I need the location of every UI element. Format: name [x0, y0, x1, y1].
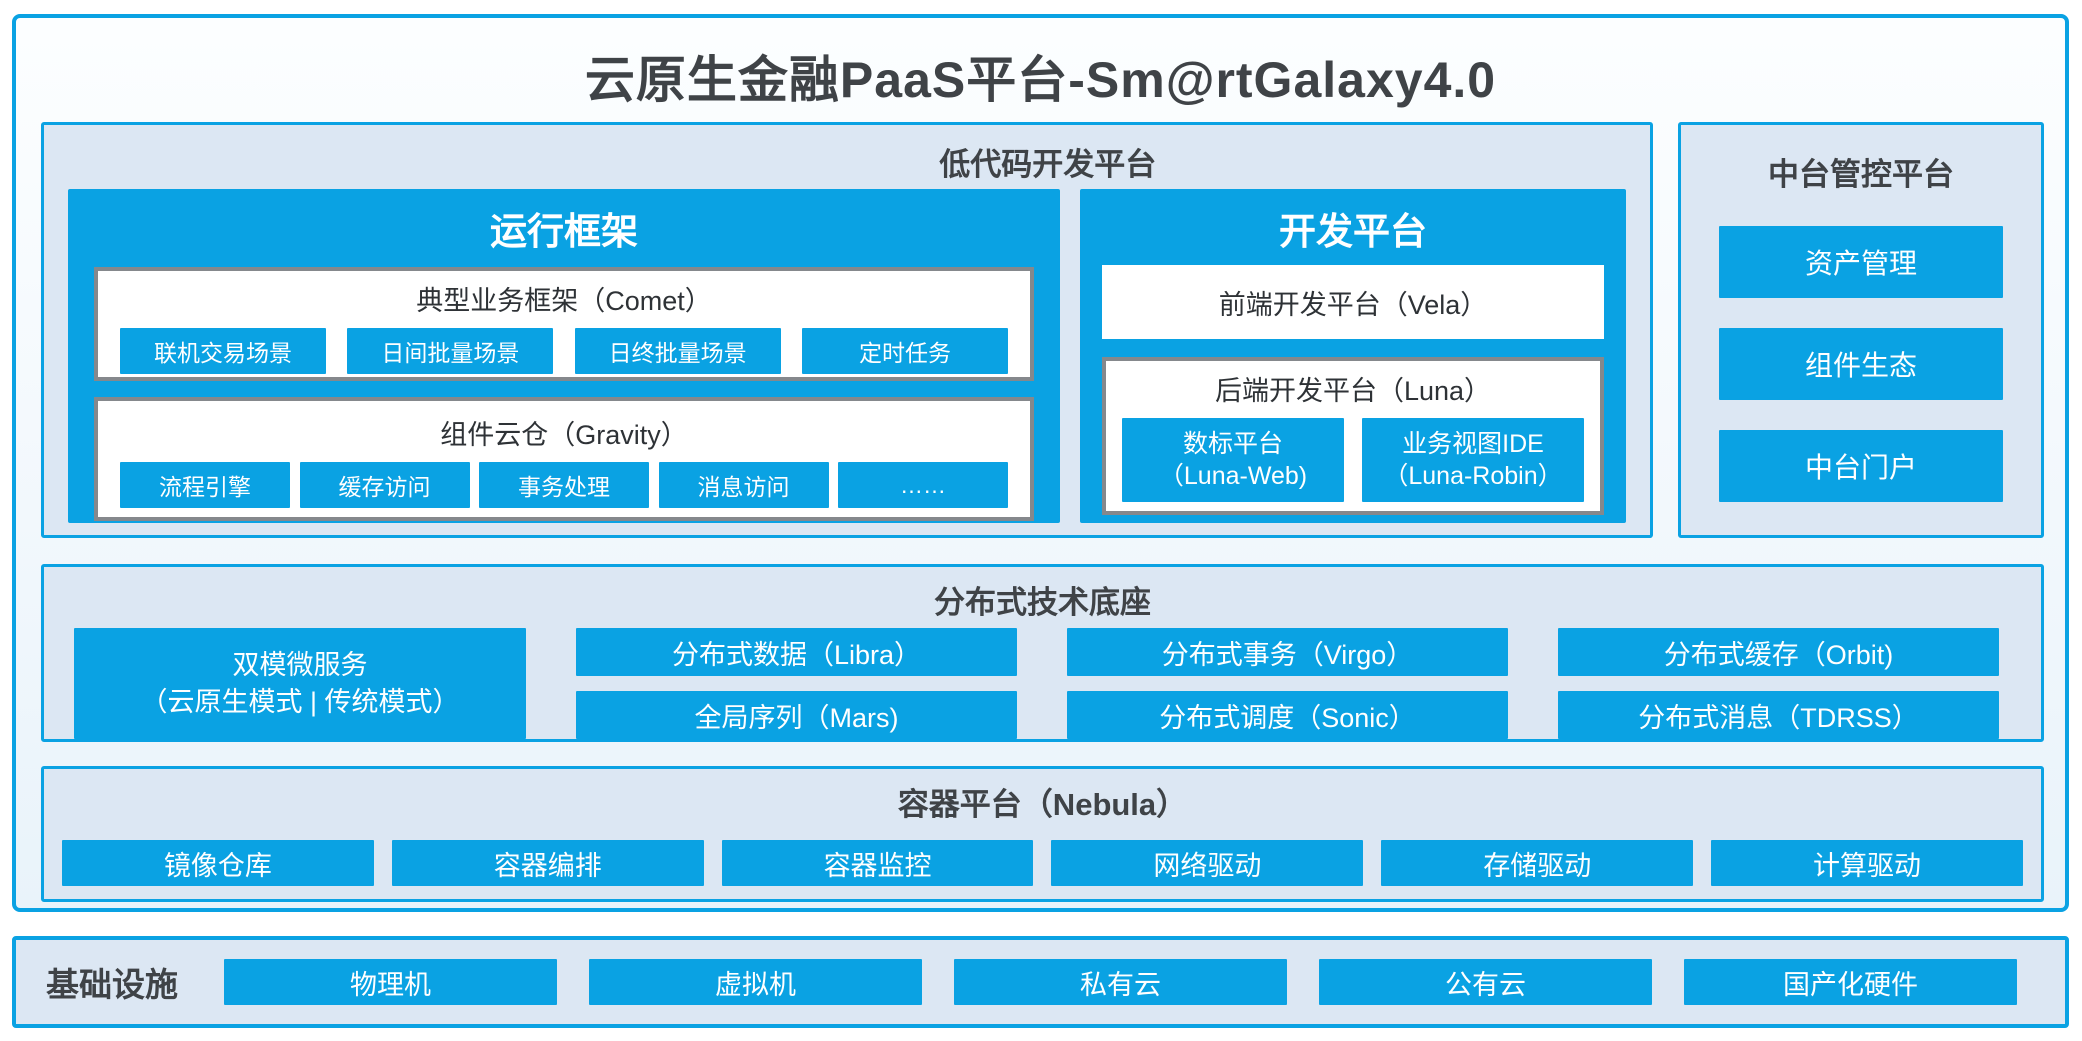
- distributed-item: 分布式消息（TDRSS）: [1558, 691, 1999, 739]
- luna-chip-row: 数标平台 （Luna-Web) 业务视图IDE （Luna-Robin）: [1106, 418, 1600, 502]
- gravity-item: 流程引擎: [120, 462, 290, 508]
- luna-robin-chip: 业务视图IDE （Luna-Robin）: [1362, 418, 1584, 502]
- distributed-item: 分布式调度（Sonic）: [1067, 691, 1508, 739]
- luna-web-chip: 数标平台 （Luna-Web): [1122, 418, 1344, 502]
- container-header: 容器平台（Nebula）: [897, 787, 1188, 822]
- luna-web-code: （Luna-Web): [1158, 462, 1308, 490]
- dual-mode-microservice-box: 双模微服务 （云原生模式 | 传统模式）: [74, 628, 526, 739]
- gravity-box: 组件云仓（Gravity） 流程引擎 缓存访问 事务处理 消息访问 ……: [94, 397, 1034, 521]
- container-item: 镜像仓库: [62, 840, 374, 886]
- distributed-item: 分布式缓存（Orbit): [1558, 628, 1999, 676]
- vela-box: 前端开发平台（Vela）: [1102, 265, 1604, 339]
- luna-title: 后端开发平台（Luna）: [1214, 376, 1492, 406]
- comet-item: 定时任务: [801, 328, 1008, 374]
- container-item: 容器编排: [391, 840, 704, 886]
- container-panel: 容器平台（Nebula） 镜像仓库 容器编排 容器监控 网络驱动 存储驱动 计算…: [41, 766, 2044, 902]
- distributed-panel: 分布式技术底座 双模微服务 （云原生模式 | 传统模式） 分布式数据（Libra…: [41, 564, 2044, 742]
- container-item: 网络驱动: [1051, 840, 1364, 886]
- midplatform-item: 组件生态: [1719, 328, 2003, 400]
- distributed-header: 分布式技术底座: [934, 585, 1151, 620]
- distributed-grid: 双模微服务 （云原生模式 | 传统模式） 分布式数据（Libra） 分布式事务（…: [74, 628, 1999, 739]
- comet-item: 日终批量场景: [574, 328, 781, 374]
- luna-robin-code: （Luna-Robin）: [1383, 462, 1563, 490]
- container-chip-row: 镜像仓库 容器编排 容器监控 网络驱动 存储驱动 计算驱动: [44, 840, 2041, 886]
- midplatform-header: 中台管控平台: [1768, 157, 1954, 192]
- infrastructure-item: 虚拟机: [589, 959, 922, 1005]
- lowcode-panel: 低代码开发平台 运行框架 典型业务框架（Comet） 联机交易场景 日间批量场景…: [41, 122, 1653, 538]
- container-item: 存储驱动: [1381, 840, 1694, 886]
- comet-item: 日间批量场景: [347, 328, 554, 374]
- luna-robin-name: 业务视图IDE: [1402, 429, 1544, 458]
- distributed-item: 全局序列（Mars): [576, 691, 1017, 739]
- gravity-item: ……: [838, 462, 1008, 508]
- container-item: 容器监控: [721, 840, 1034, 886]
- midplatform-item: 中台门户: [1719, 430, 2003, 502]
- outer-frame: 云原生金融PaaS平台-Sm@rtGalaxy4.0 低代码开发平台 运行框架 …: [12, 14, 2069, 912]
- gravity-item: 缓存访问: [299, 462, 470, 508]
- container-item: 计算驱动: [1711, 840, 2023, 886]
- comet-chip-row: 联机交易场景 日间批量场景 日终批量场景 定时任务: [98, 328, 1030, 374]
- luna-box: 后端开发平台（Luna） 数标平台 （Luna-Web) 业务视图IDE （Lu…: [1102, 357, 1604, 515]
- gravity-chip-row: 流程引擎 缓存访问 事务处理 消息访问 ……: [98, 462, 1030, 508]
- infrastructure-item: 公有云: [1319, 959, 1652, 1005]
- gravity-title: 组件云仓（Gravity）: [440, 420, 688, 450]
- gravity-item: 事务处理: [479, 462, 649, 508]
- main-title: 云原生金融PaaS平台-Sm@rtGalaxy4.0: [584, 52, 1497, 108]
- runtime-frame-title: 运行框架: [490, 211, 638, 252]
- gravity-item: 消息访问: [658, 462, 829, 508]
- infrastructure-item: 私有云: [954, 959, 1287, 1005]
- distributed-item: 分布式事务（Virgo）: [1067, 628, 1508, 676]
- dual-mode-line2: （云原生模式 | 传统模式）: [140, 686, 460, 717]
- dev-platform-box: 开发平台 前端开发平台（Vela） 后端开发平台（Luna） 数标平台 （Lun…: [1080, 189, 1626, 523]
- infrastructure-label: 基础设施: [46, 966, 178, 1003]
- infrastructure-bar: 基础设施 物理机 虚拟机 私有云 公有云 国产化硬件: [12, 936, 2069, 1028]
- infrastructure-item: 物理机: [224, 959, 557, 1005]
- comet-box: 典型业务框架（Comet） 联机交易场景 日间批量场景 日终批量场景 定时任务: [94, 267, 1034, 381]
- midplatform-item: 资产管理: [1719, 226, 2003, 298]
- dual-mode-line1: 双模微服务: [232, 650, 368, 681]
- runtime-frame-box: 运行框架 典型业务框架（Comet） 联机交易场景 日间批量场景 日终批量场景 …: [68, 189, 1060, 523]
- lowcode-header: 低代码开发平台: [939, 147, 1157, 182]
- infrastructure-item: 国产化硬件: [1684, 959, 2017, 1005]
- infrastructure-chip-row: 物理机 虚拟机 私有云 公有云 国产化硬件: [224, 959, 2017, 1005]
- luna-web-name: 数标平台: [1182, 429, 1283, 458]
- distributed-item: 分布式数据（Libra）: [576, 628, 1017, 676]
- comet-item: 联机交易场景: [120, 328, 326, 374]
- comet-title: 典型业务框架（Comet）: [416, 286, 712, 316]
- dev-platform-title: 开发平台: [1279, 211, 1427, 252]
- midplatform-panel: 中台管控平台 资产管理 组件生态 中台门户: [1678, 122, 2044, 538]
